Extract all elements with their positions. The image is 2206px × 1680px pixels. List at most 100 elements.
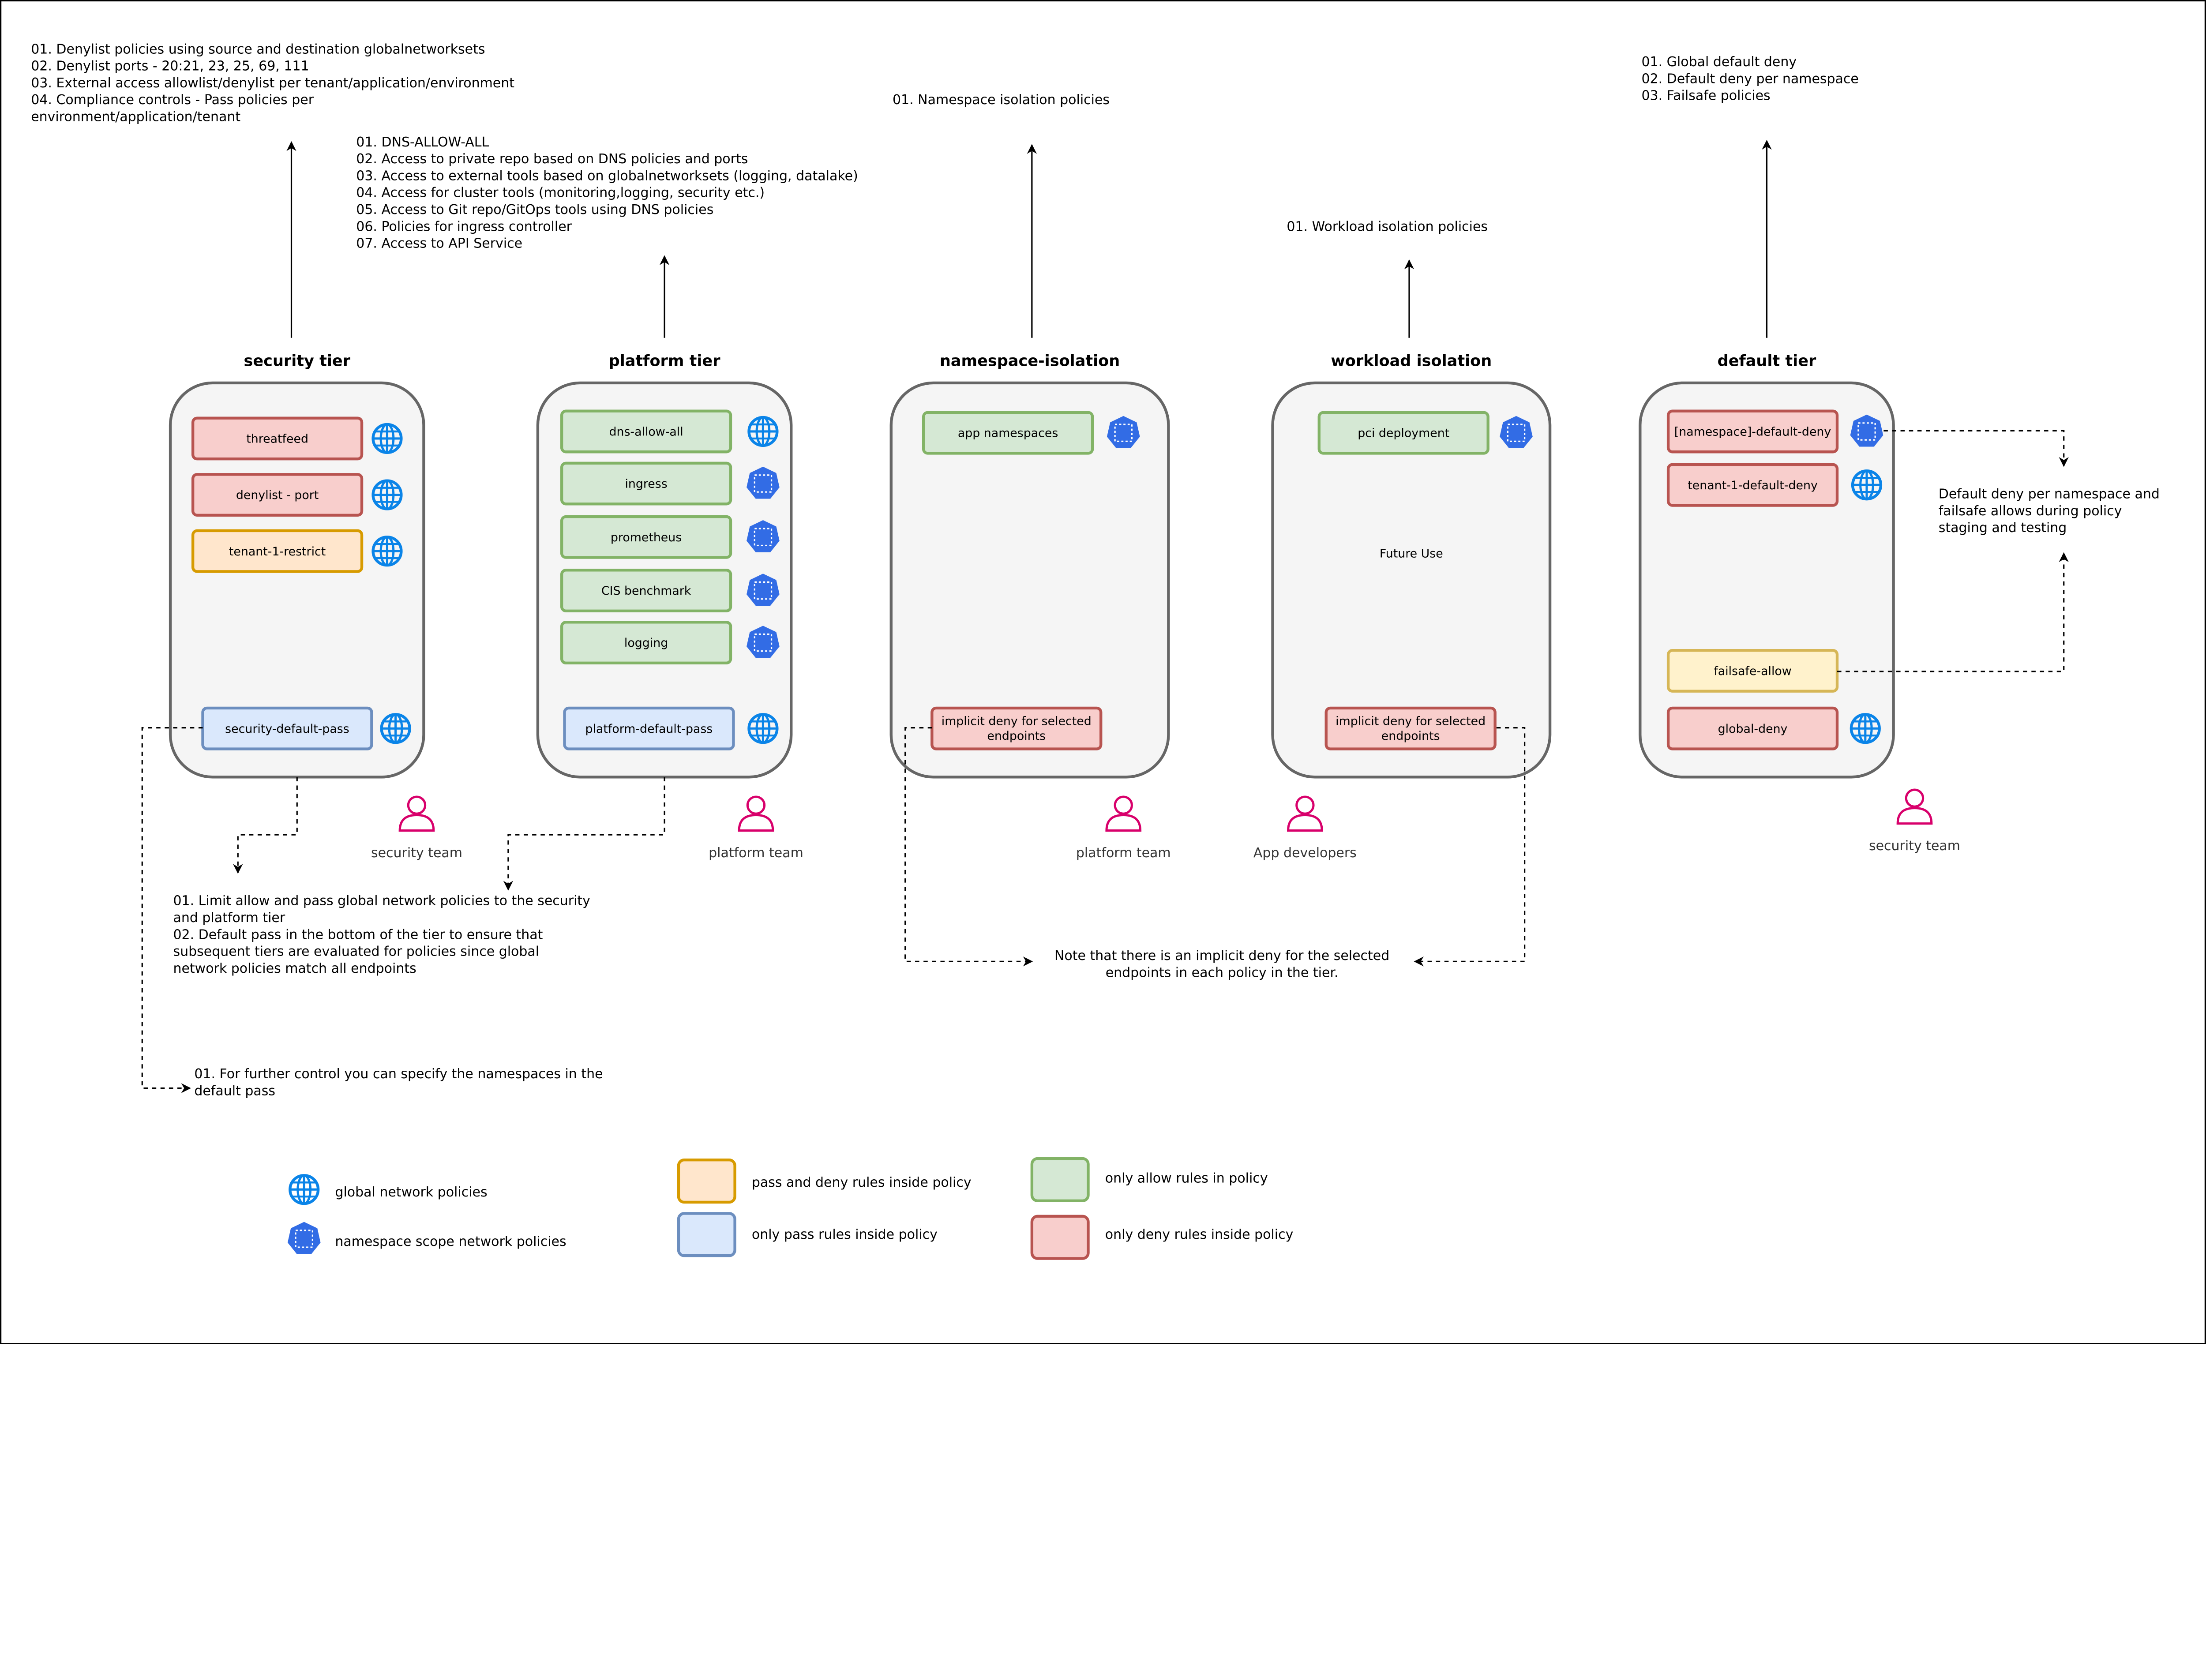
platform-tier-notes: 04. Access for cluster tools (monitoring… (356, 185, 765, 201)
workload-isolation-notes: 01. Workload isolation policies (1287, 219, 1488, 234)
tier-placeholder-text: Future Use (1380, 547, 1443, 561)
legend-label: pass and deny rules inside policy (752, 1175, 972, 1190)
implicit-deny-note: endpoints in each policy in the tier. (1106, 965, 1339, 980)
platform-tier-notes: 01. DNS-ALLOW-ALL (356, 135, 489, 150)
kubernetes-namespace-icon (1500, 416, 1533, 448)
connector (1883, 430, 2069, 467)
legend-swatch (1030, 1215, 1090, 1260)
policy-box[interactable] (560, 515, 732, 559)
default-pass-note: 02. Default pass in the bottom of the ti… (173, 927, 543, 942)
team-label: security team (1869, 838, 1960, 854)
default-tier-notes: 03. Failsafe policies (1641, 88, 1770, 104)
policy-label: CIS benchmark (601, 584, 691, 598)
user-icon (1105, 795, 1142, 832)
security-tier-notes: 04. Compliance controls - Pass policies … (31, 92, 314, 108)
kubernetes-namespace-icon (1107, 416, 1140, 448)
policy-box[interactable] (1666, 706, 1839, 750)
tier-title: namespace-isolation (940, 352, 1120, 370)
policy-box[interactable] (191, 529, 364, 573)
team-label: platform team (1076, 845, 1171, 861)
policy-label: failsafe-allow (1714, 664, 1791, 678)
policy-label: platform-default-pass (585, 722, 713, 736)
policy-label: tenant-1-restrict (229, 545, 326, 559)
security-tier-notes: 01. Denylist policies using source and d… (31, 41, 485, 57)
policy-label: prometheus (611, 531, 682, 544)
legend-swatch (677, 1159, 736, 1204)
kubernetes-namespace-icon (747, 574, 780, 606)
policy-label: global-deny (1718, 722, 1788, 736)
user-icon (738, 795, 774, 832)
legend-label: only allow rules in policy (1105, 1170, 1268, 1186)
policy-box[interactable] (191, 473, 364, 517)
policy-box[interactable] (1317, 411, 1489, 455)
legend-label: only pass rules inside policy (752, 1227, 938, 1242)
policy-box[interactable] (560, 409, 732, 454)
policy-label: tenant-1-default-deny (1688, 479, 1818, 492)
policy-label: endpoints (1381, 729, 1440, 743)
globe-icon (1851, 469, 1883, 501)
default-pass-note: subsequent tiers are evaluated for polic… (173, 944, 539, 960)
tier-container (1271, 381, 1552, 779)
globe-icon (380, 713, 411, 744)
team-label: App developers (1253, 845, 1357, 861)
security-tier-notes: 02. Denylist ports - 20:21, 23, 25, 69, … (31, 59, 309, 74)
globe-icon (747, 713, 779, 744)
policy-box[interactable] (560, 461, 732, 506)
connector (1414, 727, 1526, 967)
default-tier-notes: 02. Default deny per namespace (1641, 71, 1858, 86)
user-icon (1896, 788, 1933, 825)
policy-box[interactable] (560, 569, 732, 613)
legend-label: only deny rules inside policy (1105, 1227, 1294, 1242)
default-pass-note: and platform tier (173, 910, 285, 926)
legend-swatch (1030, 1157, 1090, 1202)
namespace-control-note: 01. For further control you can specify … (194, 1066, 603, 1082)
default-deny-note: Default deny per namespace and (1939, 487, 2160, 502)
connector (233, 777, 298, 874)
policy-label: implicit deny for selected (1336, 714, 1486, 728)
security-tier-notes: 03. External access allowlist/denylist p… (31, 75, 514, 91)
kubernetes-namespace-icon (1850, 414, 1883, 447)
policy-box[interactable] (1666, 463, 1839, 507)
kubernetes-namespace-icon (747, 626, 780, 658)
globe-icon (371, 536, 403, 567)
policy-label: denylist - port (236, 488, 319, 502)
globe-icon (1850, 713, 1881, 744)
connector (141, 727, 203, 1093)
platform-tier-notes: 03. Access to external tools based on gl… (356, 168, 858, 184)
connector (904, 727, 1033, 967)
policy-label: endpoints (987, 729, 1046, 743)
kubernetes-namespace-icon (747, 466, 780, 499)
policy-box[interactable] (191, 416, 364, 461)
globe-icon (371, 479, 403, 510)
policy-label: pci deployment (1358, 427, 1449, 440)
globe-icon (371, 423, 403, 454)
namespace-control-note: default pass (194, 1083, 275, 1099)
policy-box[interactable] (560, 621, 732, 665)
implicit-deny-note: Note that there is an implicit deny for … (1054, 948, 1389, 964)
policy-box[interactable] (922, 411, 1094, 455)
tier-title: workload isolation (1331, 352, 1492, 370)
default-deny-note: failsafe allows during policy (1939, 503, 2122, 519)
tier-title: platform tier (609, 352, 721, 370)
policy-box[interactable] (1324, 706, 1497, 750)
namespace-isolation-notes: 01. Namespace isolation policies (893, 92, 1110, 108)
policy-label: logging (624, 636, 668, 650)
policy-box[interactable] (1666, 409, 1839, 454)
user-icon (1287, 795, 1323, 832)
legend-swatch (677, 1212, 736, 1257)
connector (1837, 552, 2069, 672)
legend-label: namespace scope network policies (335, 1234, 566, 1249)
platform-tier-notes: 05. Access to Git repo/GitOps tools usin… (356, 202, 713, 218)
tier-title: security tier (244, 352, 351, 370)
globe-icon (289, 1174, 320, 1205)
policy-label: implicit deny for selected (942, 714, 1092, 728)
kubernetes-namespace-icon (747, 520, 780, 552)
team-label: security team (371, 845, 462, 861)
kubernetes-namespace-icon (287, 1222, 321, 1254)
connector (503, 777, 665, 891)
policy-box[interactable] (563, 706, 735, 750)
tier-title: default tier (1718, 352, 1816, 370)
user-icon (398, 795, 435, 832)
